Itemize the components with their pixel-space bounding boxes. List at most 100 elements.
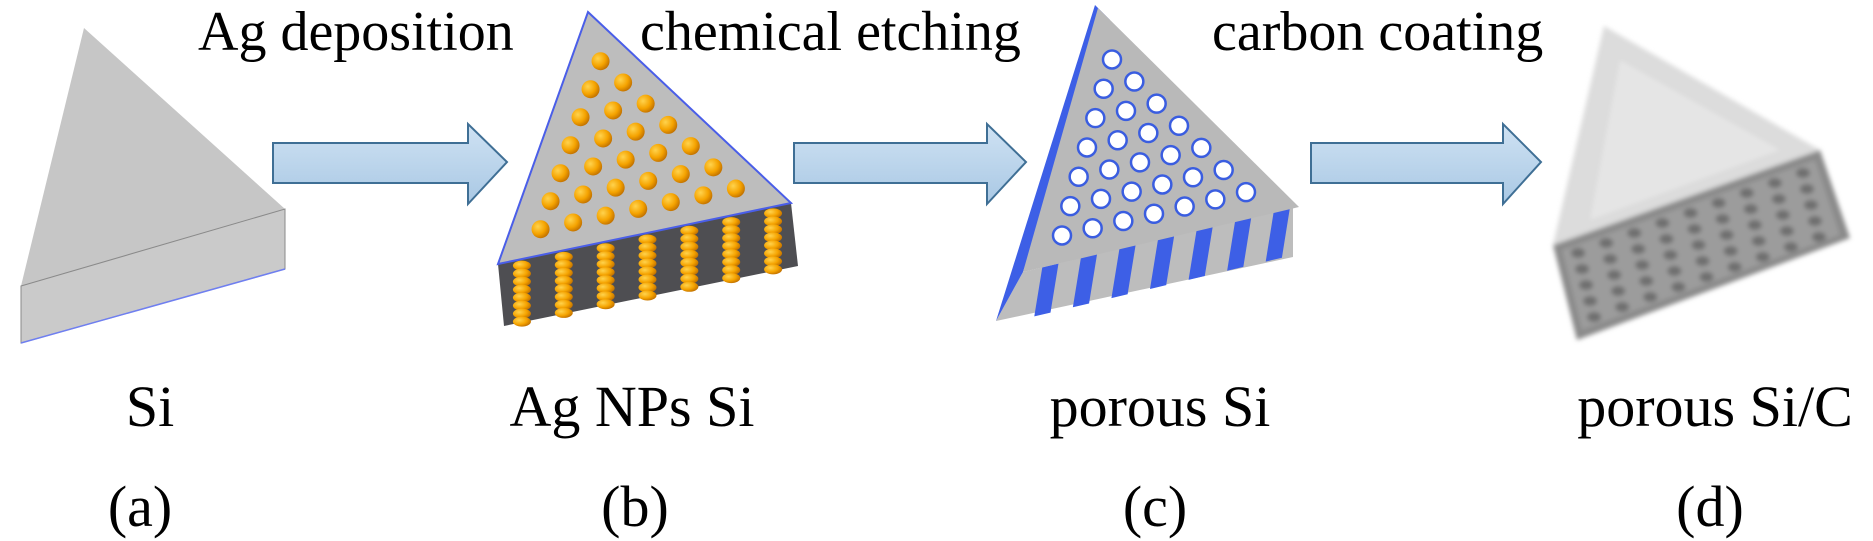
pore-hole [1191,137,1212,159]
pore-hole [1082,217,1103,239]
ag-column-particle [638,242,657,253]
ag-column-particle [554,307,573,318]
carbon-pore [1799,184,1814,194]
carbon-pore [1715,214,1730,224]
ag-column-particle [764,240,783,251]
porous-si-c-particle [1553,26,1850,340]
stage-a-name: Si [126,374,174,439]
pore-hole [1160,144,1181,166]
ag-nanoparticle [541,192,560,211]
pore-hole [1146,93,1167,114]
pore-hole [1115,100,1137,122]
carbon-pore [1599,238,1614,248]
ag-column-particle [722,273,741,284]
porous-si-particle [996,5,1299,321]
carbon-pore [1683,208,1698,218]
carbon-pore [1695,256,1710,266]
carbon-pore [1727,262,1742,272]
ag-column-particle [764,264,783,275]
ag-nanoparticle [681,137,700,156]
stage-d-name: porous Si/C [1577,374,1853,439]
ag-column-particle [596,243,615,254]
ag-nanoparticle [636,94,655,113]
ag-nanoparticle [614,73,633,92]
pore-hole [1121,181,1142,202]
ag-column-particle [596,275,615,286]
pore-hole [1129,152,1151,173]
ag-column-particle [554,299,573,310]
carbon-pore [1755,252,1770,262]
ag-column-particle [596,291,615,302]
ag-nps-si-particle [496,10,798,327]
ag-nanoparticle [591,52,610,71]
carbon-pore [1635,260,1650,270]
ag-nanoparticle [561,136,580,155]
carbon-pore [1603,254,1618,264]
ag-nanoparticle [581,80,600,99]
ag-column-particle [722,249,741,260]
ag-nanoparticle [584,157,603,176]
ag-column-particle [680,281,699,292]
pore-hole [1101,49,1123,70]
pore-hole [1205,189,1226,210]
carbon-pore [1575,264,1590,274]
ag-column-particle [722,241,741,252]
step-carbon-coating: carbon coating [1212,1,1543,63]
ag-nanoparticle [531,220,550,239]
ag-column-particle [638,290,657,301]
ag-nanoparticle [694,186,713,205]
carbon-pore [1699,272,1714,282]
carbon-pore [1611,286,1626,296]
ag-column-particle [722,225,741,236]
ag-column-particle [764,232,783,243]
carbon-pore [1671,282,1686,292]
ag-column-particle [638,250,657,261]
ag-column-particle [722,265,741,276]
si-particle [20,28,286,344]
ag-column-particle [638,266,657,277]
ag-column-particle [764,208,783,219]
ag-column-particle [638,234,657,245]
pore-hole [1213,159,1234,181]
pore-hole [1107,129,1128,151]
pore-hole [1113,210,1134,232]
ag-column-particle [596,251,615,262]
carbon-pore [1571,248,1586,258]
stage-d-tag: (d) [1676,474,1744,539]
carbon-pore [1687,224,1702,234]
pore-hole [1143,203,1165,225]
stage-a-tag: (a) [108,474,172,539]
carbon-pore [1751,236,1766,246]
ag-column-particle [596,267,615,278]
pore-hole [1068,166,1089,188]
ag-column-particle [596,283,615,294]
ag-column-particle [680,257,699,268]
ag-column-particle [512,276,531,287]
step-chemical-etching: chemical etching [640,1,1021,63]
step-ag-deposition: Ag deposition [198,1,514,63]
ag-column-particle [680,249,699,260]
pore-hole [1060,195,1081,217]
carbon-pore [1803,200,1818,210]
ag-column-particle [554,291,573,302]
arrow-1 [272,121,509,207]
ag-nanoparticle [571,108,590,127]
pore-column [1072,254,1098,308]
ag-column-particle [764,224,783,235]
stage-b-tag: (b) [601,474,669,539]
arrow-3 [1310,121,1543,207]
carbon-pore [1607,270,1622,280]
ag-column-particle [554,259,573,270]
arrow-2 [793,121,1028,207]
stage-c-tag: (c) [1123,474,1187,539]
ag-column-particle [638,274,657,285]
carbon-pore [1739,188,1754,198]
ag-nanoparticle [629,199,648,218]
pore-hole [1168,115,1190,137]
pore-hole [1090,188,1112,210]
ag-column-particle [638,258,657,269]
pore-hole [1138,122,1159,144]
ag-column-particle [554,283,573,294]
carbon-pore [1771,194,1786,204]
carbon-pore [1627,228,1642,238]
